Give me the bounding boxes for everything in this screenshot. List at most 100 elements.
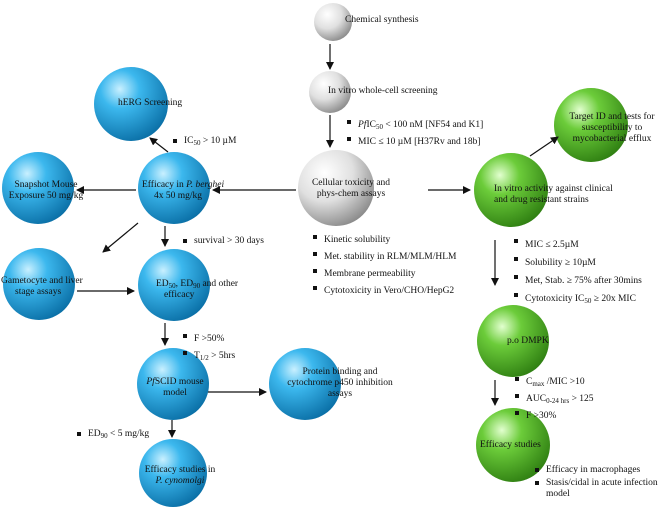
note-kinetic-solubility: Kinetic solubility [312,232,456,249]
node-efficacy-berghei [138,152,210,224]
note-ed90-a: ED [88,429,101,439]
label-efficacy-berghei-species: P. berghei [186,180,225,190]
label-protein-binding: Protein binding and cytochrome p450 inhi… [280,367,400,400]
note-f-50: F >50% [182,331,235,348]
note-herg-ic50: IC50 > 10 µM [172,136,236,147]
label-pfscid: PfSCID mouse model [140,377,210,399]
note-survival: survival > 30 days [182,236,264,247]
label-cellular-toxicity-line1: Cellular toxicity and [311,178,391,188]
label-efficacy-berghei: Efficacy in P. berghei 4x 50 mg/kg [142,180,242,202]
node-cellular-toxicity [298,150,374,226]
note-membrane-permeability: Membrane permeability [312,266,456,283]
label-snapshot-line1: Snapshot Mouse [14,180,78,190]
note-c: C [526,377,533,387]
label-in-vitro-line1: In vitro activity against clinical [494,184,613,194]
label-pfscid-line1: SCID mouse [154,377,204,387]
note-auc-sub: 0-24 hrs [546,397,570,405]
label-efficacy-berghei-a: Efficacy in [142,180,187,190]
label-gametocyte-line1: Gametocyte and liver [1,276,83,286]
label-cynomolgi-species: P. cynomolgi [155,476,205,486]
label-protein-binding-line2: cytochrome p450 inhibition [287,378,393,388]
notes-herg-ic50: IC50 > 10 µM [172,136,236,147]
note-ed90-rest: < 5 mg/kg [107,429,150,439]
note-pf-rest: < 100 nM [NF54 and K1] [382,120,484,130]
note-f-30: F >30% [514,408,594,425]
note-pf-ic: IC [366,120,376,130]
notes-assays: Kinetic solubility Met. stability in RLM… [312,232,456,300]
note-met-stability: Met. stability in RLM/MLM/HLM [312,249,456,266]
node-efficacy-studies [476,408,550,482]
notes-ed90: ED90 < 5 mg/kg [76,429,149,440]
note-c-rest: /MIC >10 [544,377,585,387]
label-gametocyte: Gametocyte and liver stage assays [1,276,83,298]
label-cellular-toxicity-line2: phys-chem assays [316,189,386,199]
label-ed-c: and other [200,279,239,289]
notes-f-t-half: F >50% T1/2 > 5hrs [182,331,235,365]
note-mic-25: MIC ≤ 2.5µM [513,236,642,254]
notes-pk: Cmax /MIC >10 AUC0-24 hrs > 125 F >30% [514,374,594,425]
note-herg-rest: > 10 µM [200,136,237,146]
label-target-id-line2: susceptibility to [581,123,643,133]
note-cytotoxicity-cells: Cytotoxicity in Vero/CHO/HepG2 [312,283,456,300]
label-ed-a: ED [156,279,169,289]
note-macrophages: Efficacy in macrophages [534,465,658,476]
note-t: T [194,351,200,361]
label-target-id: Target ID and tests for susceptibility t… [558,112,666,145]
label-efficacy-berghei-dose: 4x 50 mg/kg [154,191,203,201]
note-ed90-sub: 90 [100,432,108,440]
arrow-berghei-to-herg [149,137,169,153]
note-t-sub: 1/2 [199,354,209,362]
note-ed90: ED90 < 5 mg/kg [76,429,149,440]
note-herg-ic: IC [184,136,194,146]
node-chemical-synthesis [314,3,352,41]
node-efficacy-cynomolgi [139,439,207,507]
label-ed-b-sub: 90 [193,282,201,290]
note-cyto-a: Cytotoxicity IC [525,294,585,304]
label-cynomolgi-line1: Efficacy studies in [144,465,216,475]
note-model-text: model [546,489,570,499]
label-target-id-line3: mycobacterial efflux [572,134,652,144]
note-auc-a: AUC [526,394,547,404]
label-ed-a-sub: 50 [168,282,176,290]
label-protein-binding-line1: Protein binding and [302,367,378,377]
label-pfscid-italic: Pf [146,377,155,387]
label-cellular-toxicity: Cellular toxicity and phys-chem assays [306,178,396,200]
label-efficacy-cynomolgi: Efficacy studies in P. cynomolgi [140,465,220,487]
node-target-id [554,88,628,162]
notes-survival: survival > 30 days [182,236,264,247]
notes-macrophage: Efficacy in macrophages Stasis/cidal in … [534,465,658,500]
node-gametocyte [3,248,75,320]
note-auc-rest: > 125 [569,394,594,404]
notes-mic-list: MIC ≤ 2.5µM Solubility ≥ 10µM Met, Stab.… [513,236,642,308]
node-ed [138,249,210,321]
label-in-vitro-line2: and drug resistant strains [494,195,589,205]
arrow-invitro-to-target [529,136,559,157]
node-herg [94,67,168,141]
label-protein-binding-line3: assays [327,389,353,399]
note-model: model [534,489,658,500]
node-pfscid [137,348,209,420]
label-ed: ED50, ED90 and other efficacy [156,279,238,301]
note-met-stab: Met, Stab. ≥ 75% after 30mins [513,272,642,290]
note-c-sub: max [532,380,545,388]
label-po-dmpk: p.o DMPK [507,336,549,346]
label-chemical-synthesis: Chemical synthesis [345,15,419,25]
note-cyto-sub: 50 [584,297,592,305]
note-cytotoxicity-ic50: Cytotoxicity IC50 ≥ 20x MIC [513,290,642,308]
label-efficacy-studies: Efficacy studies [480,440,541,450]
note-pf-sub: 50 [375,123,383,131]
note-pf-italic: Pf [358,120,367,130]
label-target-id-line1: Target ID and tests for [569,112,655,122]
note-t-rest: > 5hrs [208,351,236,361]
note-mic-h37rv: MIC ≤ 10 µM [H37Rv and 18b] [346,134,483,151]
arrow-berghei-to-gametocyte [102,222,139,253]
label-ed-line2: efficacy [164,290,195,300]
note-solubility: Solubility ≥ 10µM [513,254,642,272]
note-auc: AUC0-24 hrs > 125 [514,391,594,408]
label-in-vitro-activity: In vitro activity against clinical and d… [494,184,613,206]
node-protein-binding [269,348,341,420]
node-in-vitro-activity [474,153,548,227]
note-pf-ic50: PfIC50 < 100 nM [NF54 and K1] [346,117,483,134]
node-snapshot [2,152,74,224]
